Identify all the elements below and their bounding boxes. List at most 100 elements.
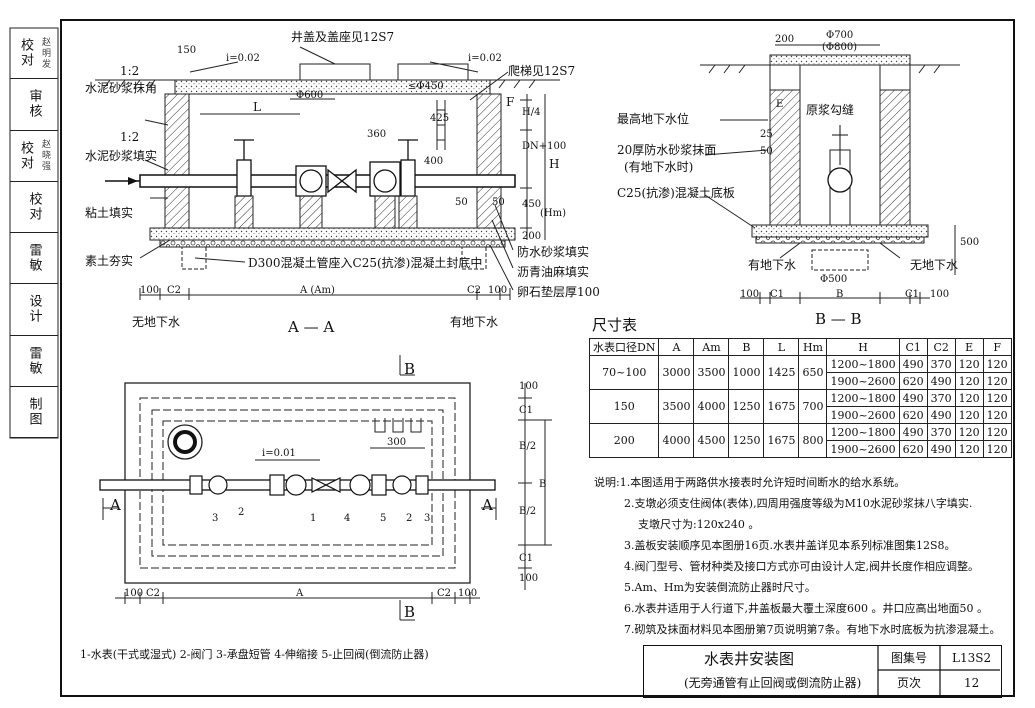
part-callout-5: 5 <box>380 513 387 524</box>
table-cell: 1250 <box>728 423 765 458</box>
drawing-subtitle: (无旁通管有止回阀或倒流防止器) <box>684 676 862 690</box>
dim-H: H <box>549 157 560 171</box>
table-cell: 490 <box>926 406 956 424</box>
page-number: 12 <box>964 676 980 690</box>
plan-dim-C1a: C1 <box>519 405 534 416</box>
no-groundwater-left: 无地下水 <box>132 315 181 329</box>
table-cell: 1200~1800 <box>826 423 900 441</box>
waterproof-label: 防水砂浆填实 <box>517 245 590 259</box>
table-cell: 370 <box>926 423 956 441</box>
atlas-label: 图集号 <box>891 651 928 665</box>
bb-dim-100b: 100 <box>930 289 950 300</box>
dim-400: 400 <box>424 156 444 167</box>
signature-name: 赵晓强 <box>40 139 50 173</box>
dim-100a: 100 <box>140 285 160 296</box>
bb-dim-phi500: Φ500 <box>820 274 848 285</box>
note-line: 支墩尺寸为:120x240 。 <box>638 518 760 531</box>
table-header: E <box>954 338 984 356</box>
table-cell: 1200~1800 <box>826 355 900 373</box>
signature-role: 雷敏 <box>26 243 42 274</box>
table-cell: 120 <box>982 355 1012 373</box>
table-cell: 1425 <box>763 355 800 390</box>
table-cell: 1000 <box>728 355 765 390</box>
max-groundwater-label: 最高地下水位 <box>617 112 690 126</box>
part-callout-4: 4 <box>344 513 351 524</box>
table-cell: 1250 <box>728 389 765 424</box>
table-cell: 800 <box>798 423 828 458</box>
bb-dim-C1b: C1 <box>905 289 920 300</box>
mortar-ratio-2: 1:2 <box>120 130 140 144</box>
plan-dim-B2a: B/2 <box>519 441 537 452</box>
gravel-label: 卵石垫层厚100 <box>517 285 600 299</box>
dim-150: 150 <box>177 45 197 56</box>
dim-50b: 50 <box>492 197 505 208</box>
table-cell: 150 <box>588 389 660 424</box>
table-header: Hm <box>798 338 828 356</box>
mortar-corner-label: 水泥砂浆抹角 <box>85 81 158 95</box>
table-cell: 620 <box>898 406 928 424</box>
bb-dim-200: 200 <box>775 34 795 45</box>
table-cell: 4000 <box>693 389 730 424</box>
table-cell: 1675 <box>763 389 800 424</box>
bb-with-groundwater: 有地下水 <box>748 258 797 272</box>
table-cell: 620 <box>898 372 928 390</box>
table-cell: 650 <box>798 355 828 390</box>
ladder-note: 爬梯见12S7 <box>508 64 576 78</box>
signature-role: 校对 <box>18 38 33 69</box>
part-callout-2b: 2 <box>406 513 413 524</box>
part-callout-3a: 3 <box>212 513 219 524</box>
plan-dim-A: A <box>296 588 304 599</box>
dim-A-Am: A (Am) <box>300 285 335 296</box>
table-header: A <box>658 338 695 356</box>
dim-450: 450 <box>522 199 542 210</box>
signature-role: 雷敏 <box>26 345 42 376</box>
clay-fill-label: 粘土填实 <box>85 206 134 220</box>
parts-legend: 1-水表(干式或湿式) 2-阀门 3-承盘短管 4-伸缩接 5-止回阀(倒流防止… <box>80 648 429 661</box>
table-cell: 620 <box>898 440 928 458</box>
signature-role: 制图 <box>26 396 42 427</box>
table-header: 水表口径DN <box>588 338 660 356</box>
dim-F: F <box>506 95 515 109</box>
bb-dim-B: B <box>836 289 844 300</box>
dim-phi450: ≤Φ450 <box>408 81 444 92</box>
plan-mark-B-top: B <box>404 360 416 378</box>
plan-dim-300: 300 <box>387 437 407 448</box>
signature-name: 赵明发 <box>40 36 50 70</box>
plan-slope: i=0.01 <box>262 448 296 459</box>
table-cell: 120 <box>982 423 1012 441</box>
dim-C2b: C2 <box>467 285 482 296</box>
table-cell: 120 <box>982 372 1012 390</box>
table-cell: 1900~2600 <box>826 372 900 390</box>
table-cell: 3500 <box>658 389 695 424</box>
table-cell: 4000 <box>658 423 695 458</box>
table-cell: 490 <box>898 423 928 441</box>
table-cell: 120 <box>954 440 984 458</box>
note-line: 2.支墩必须支住阀体(表体),四周用强度等级为M10水泥砂浆抹八字填实. <box>624 497 973 510</box>
plan-dim-100a: 100 <box>519 381 539 392</box>
table-header: B <box>728 338 765 356</box>
bb-dim-25: 25 <box>760 129 773 140</box>
base-slab-label: C25(抗渗)混凝土底板 <box>617 186 735 200</box>
table-cell: 3500 <box>693 355 730 390</box>
section-bb-title: B — B <box>815 310 862 328</box>
signature-role: 校对 <box>26 191 42 222</box>
plan-mark-A-right: A <box>482 496 493 514</box>
table-cell: 3000 <box>658 355 695 390</box>
table-cell: 490 <box>926 440 956 458</box>
table-cell: 200 <box>588 423 660 458</box>
signature-role: 审核 <box>26 89 42 120</box>
waterproof-plaster-label: 20厚防水砂浆抹面 <box>617 143 717 157</box>
plan-dim-B2b: B/2 <box>519 506 537 517</box>
note-line: 3.盖板安装顺序见本图册16页.水表井盖详见本系列标准图集12S8。 <box>624 539 956 552</box>
part-callout-2a: 2 <box>238 507 245 518</box>
table-cell: 700 <box>798 389 828 424</box>
table-cell: 370 <box>926 355 956 373</box>
plan-mark-B-bottom: B <box>404 603 416 621</box>
dim-L: L <box>253 100 261 114</box>
plan-mark-A-left: A <box>110 496 121 514</box>
